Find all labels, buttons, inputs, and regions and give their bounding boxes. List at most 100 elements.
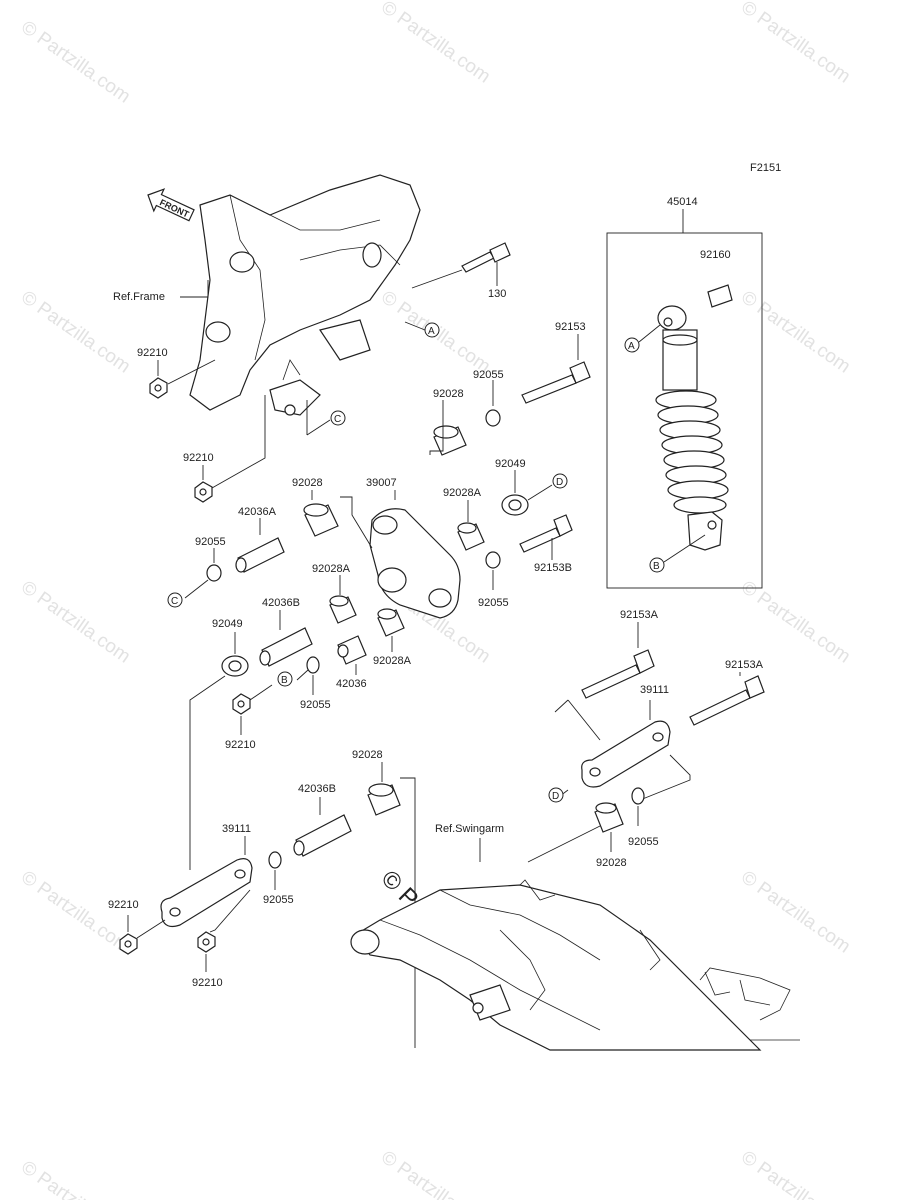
watermark: © Partzilla.com xyxy=(17,577,134,668)
part-label: 39111 xyxy=(640,684,669,696)
nut-92210-a xyxy=(149,377,168,399)
svg-text:A: A xyxy=(628,341,635,352)
part-label: 42036B xyxy=(262,597,300,609)
watermark: © Partzilla.com xyxy=(737,577,854,668)
bushing-92028A-middle xyxy=(329,595,357,624)
watermark: © Partzilla.com xyxy=(737,1147,854,1200)
watermark: © Partzilla.com xyxy=(377,0,494,88)
collar-42036B-upper xyxy=(259,627,313,667)
ref-swingarm-label: Ref.Swingarm xyxy=(435,823,504,835)
tie-rod-39111-right xyxy=(581,720,671,788)
callout-D-lower: D xyxy=(548,787,564,803)
callout-A-frame: A xyxy=(424,322,440,338)
bushing-92028A-upper xyxy=(457,522,485,551)
part-label: 42036A xyxy=(238,506,277,518)
callout-D-upper: D xyxy=(552,473,568,489)
washer-92055-left xyxy=(206,564,222,582)
watermark: © Partzilla.com xyxy=(377,1147,494,1200)
bolt-130 xyxy=(411,242,511,289)
part-label: 92210 xyxy=(225,739,256,751)
bushing-92028-rlow xyxy=(594,802,624,833)
washer-92055-llow xyxy=(268,851,282,869)
svg-text:B: B xyxy=(653,561,660,572)
part-label: 92028 xyxy=(352,749,383,761)
washer-92055 xyxy=(485,409,501,427)
part-label: 92210 xyxy=(108,899,139,911)
front-arrow: FRONT xyxy=(147,188,195,222)
part-label: 92153 xyxy=(555,321,586,333)
frame-drawing xyxy=(189,174,421,416)
nut-92210-e xyxy=(197,931,216,953)
part-label: 92055 xyxy=(478,597,509,609)
part-label: 92055 xyxy=(473,369,504,381)
collar-42036B-lower xyxy=(293,814,352,857)
svg-text:B: B xyxy=(281,675,288,686)
bolt-92153A-b xyxy=(689,675,765,726)
part-label: 92028A xyxy=(373,655,412,667)
part-label: 92028A xyxy=(443,487,482,499)
bolt-92153 xyxy=(521,334,591,404)
shock-box xyxy=(606,232,763,589)
callout-C-frame: C xyxy=(330,410,346,426)
washer-92055-lower xyxy=(306,656,320,674)
bushing-92028-lmid xyxy=(367,783,401,816)
watermark: © Partzilla.com xyxy=(17,17,134,108)
part-label: 92210 xyxy=(183,452,214,464)
bolt-92153B xyxy=(519,514,573,553)
svg-text:A: A xyxy=(428,326,435,337)
part-label: 92153B xyxy=(534,562,572,574)
collar-42036A xyxy=(235,537,285,573)
part-label: 42036B xyxy=(298,783,336,795)
shock-absorber-group xyxy=(606,209,763,589)
part-label: 92160 xyxy=(700,249,731,261)
watermark: © Partzilla.com xyxy=(737,867,854,958)
part-label: 92210 xyxy=(192,977,223,989)
part-label: 92055 xyxy=(628,836,659,848)
collar-42036 xyxy=(337,635,367,665)
tie-rod-39111-left xyxy=(160,858,253,928)
part-label: 92210 xyxy=(137,347,168,359)
part-label: 92049 xyxy=(495,458,526,470)
part-label: 92153A xyxy=(620,609,659,621)
bushing-92028A-lower xyxy=(377,608,405,637)
bushing-92028-upper xyxy=(433,425,467,456)
part-label: 130 xyxy=(488,288,506,300)
callout-B-shock: B xyxy=(649,557,665,573)
bushing-92028-left xyxy=(303,503,339,537)
shock-spring xyxy=(655,390,729,514)
bolt-92153A-a xyxy=(581,649,655,699)
part-label: 92028A xyxy=(312,563,351,575)
part-label: 92055 xyxy=(300,699,331,711)
figure-code: F2151 xyxy=(750,162,781,174)
rocker-arm-39007 xyxy=(369,508,461,619)
part-label: 42036 xyxy=(336,678,367,690)
callout-A-shock: A xyxy=(624,337,640,353)
part-label: 92055 xyxy=(195,536,226,548)
part-labels: 45014 92160 130 92153 92210 92055 92028 … xyxy=(108,196,764,989)
nut-92210-b xyxy=(194,481,213,503)
part-label: 39111 xyxy=(222,823,251,835)
svg-text:C: C xyxy=(171,596,178,607)
watermark: © Partzilla.com xyxy=(17,867,134,958)
svg-text:D: D xyxy=(556,477,563,488)
nut-92210-c xyxy=(232,693,251,715)
part-label: 92055 xyxy=(263,894,294,906)
swingarm-drawing xyxy=(350,879,800,1051)
washer-92049-upper xyxy=(501,494,529,516)
watermark: © Partzilla.com xyxy=(17,1157,134,1200)
callout-C-left: C xyxy=(167,592,183,608)
part-label: 45014 xyxy=(667,196,698,208)
svg-text:D: D xyxy=(552,791,559,802)
washer-92055-rlow xyxy=(631,787,645,805)
washer-92049-lower xyxy=(221,655,249,677)
watermark: © Partzilla.com xyxy=(737,0,854,88)
callout-B-left: B xyxy=(277,671,293,687)
part-label: 92028 xyxy=(292,477,323,489)
part-label: 92153A xyxy=(725,659,764,671)
ref-frame-label: Ref.Frame xyxy=(113,291,165,303)
part-label: 92049 xyxy=(212,618,243,630)
svg-text:C: C xyxy=(334,414,341,425)
part-label: 39007 xyxy=(366,477,397,489)
nut-92210-d xyxy=(119,933,138,955)
